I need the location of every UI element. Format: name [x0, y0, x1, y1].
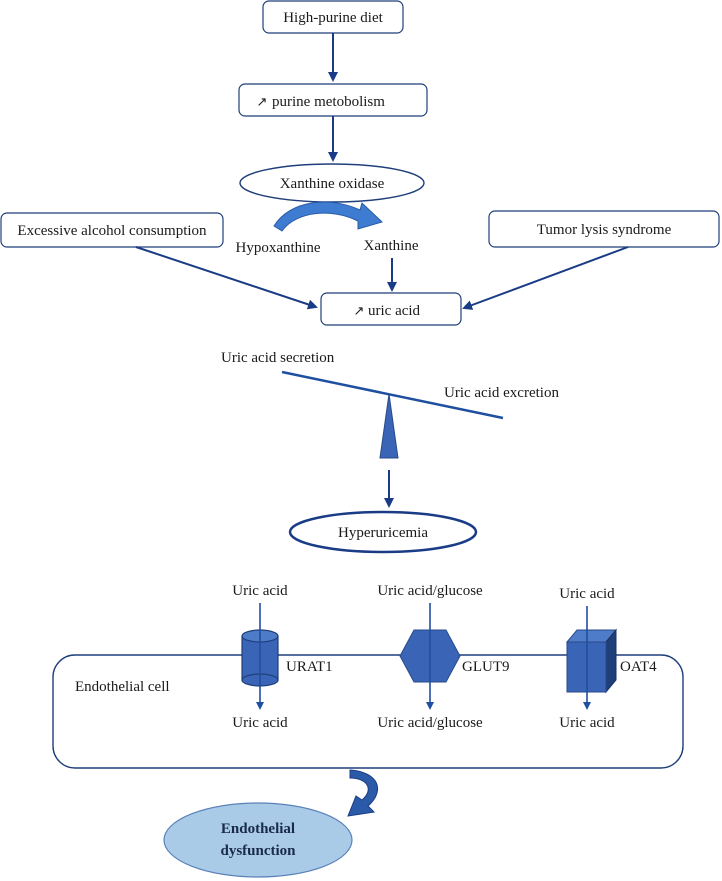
transporter-glut9: Uric acid/glucose GLUT9 Uric acid/glucos… — [377, 583, 509, 731]
hyperuricemia-node: Hyperuricemia — [288, 510, 478, 554]
secretion-label: Uric acid secretion — [221, 350, 335, 366]
increase-icon: ↗ — [257, 95, 268, 110]
endothelial-dysfunction-label-line2: dysfunction — [220, 843, 296, 859]
high-purine-diet-node: High-purine diet — [262, 0, 404, 34]
oat4-name-label: OAT4 — [620, 659, 657, 675]
alcohol-label: Excessive alcohol consumption — [17, 223, 207, 239]
glut9-top-label: Uric acid/glucose — [377, 583, 483, 599]
endothelial-dysfunction-label-line1: Endothelial — [221, 821, 295, 837]
tumor-lysis-to-uric-acid-arrow — [462, 246, 629, 310]
urat1-bottom-label: Uric acid — [232, 715, 288, 731]
transporter-oat4: Uric acid OAT4 Uric acid — [559, 586, 657, 731]
alcohol-to-uric-acid-arrow — [135, 246, 318, 310]
cell-to-dysfunction-curved-arrow — [347, 769, 379, 817]
tumor-lysis-label: Tumor lysis syndrome — [537, 222, 672, 238]
reaction-curved-arrow — [273, 201, 383, 232]
purine-metabolism-node: ↗ purine metobolism — [238, 83, 428, 117]
excretion-label: Uric acid excretion — [444, 385, 559, 401]
high-purine-diet-label: High-purine diet — [283, 10, 383, 26]
transporter-urat1: Uric acid URAT1 Uric acid — [232, 583, 332, 731]
increase-icon: ↗ — [354, 304, 365, 319]
purine-metabolism-label: purine metobolism — [272, 94, 385, 110]
hyperuricemia-label: Hyperuricemia — [338, 525, 428, 541]
uric-acid-node: ↗ uric acid — [320, 292, 462, 326]
xanthine-oxidase-label: Xanthine oxidase — [280, 176, 385, 192]
glut9-name-label: GLUT9 — [462, 659, 510, 675]
balance-fulcrum — [379, 393, 399, 459]
endothelial-cell-box — [52, 654, 684, 769]
balance-beam — [281, 370, 504, 420]
hypoxanthine-label: Hypoxanthine — [236, 240, 321, 256]
urat1-name-label: URAT1 — [286, 659, 333, 675]
glut9-bottom-label: Uric acid/glucose — [377, 715, 483, 731]
oat4-top-label: Uric acid — [559, 586, 615, 602]
urat1-top-label: Uric acid — [232, 583, 288, 599]
uric-acid-label: uric acid — [368, 303, 421, 319]
xanthine-label: Xanthine — [364, 238, 419, 254]
oat4-bottom-label: Uric acid — [559, 715, 615, 731]
xanthine-oxidase-node: Xanthine oxidase — [239, 163, 425, 203]
tumor-lysis-node: Tumor lysis syndrome — [488, 210, 720, 248]
endothelial-cell-label: Endothelial cell — [75, 679, 170, 695]
alcohol-node: Excessive alcohol consumption — [0, 212, 224, 248]
endothelial-dysfunction-node: Endothelial dysfunction — [163, 802, 353, 878]
